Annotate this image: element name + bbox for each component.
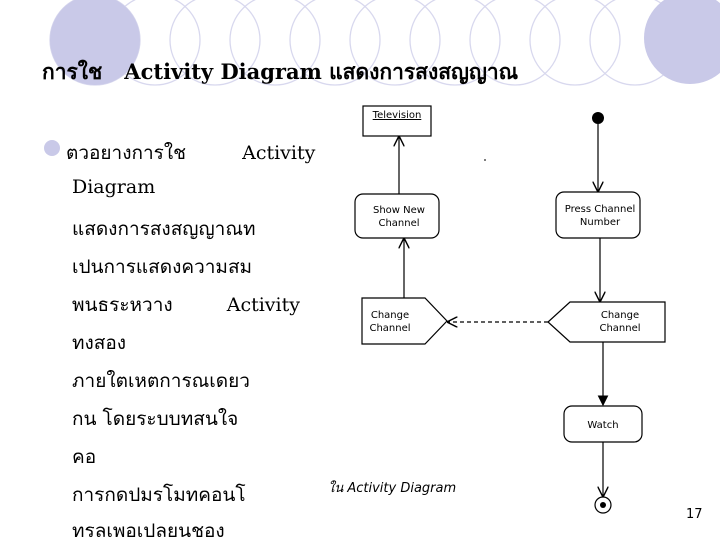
control-flows: [399, 124, 609, 496]
change-channel-right-label-2: Channel: [599, 323, 640, 334]
body-line-1-english: Activity: [242, 142, 316, 164]
press-channel-number-label-1: Press Channel: [565, 204, 636, 215]
body-line-9: คอ: [72, 446, 97, 468]
show-new-channel-label-1: Show New: [373, 205, 425, 216]
watch-label: Watch: [587, 420, 618, 431]
title-thai-suffix: แสดงการสงสญญาณ: [329, 59, 519, 84]
body-line-6: ทงสอง: [72, 332, 127, 354]
title-thai-prefix: การใช: [42, 59, 103, 84]
change-channel-receive-signal: Change Channel: [547, 301, 666, 343]
body-line-10: การกดปมรโมทคอนโ: [72, 484, 246, 506]
body-line-4: เปนการแสดงความสม: [72, 256, 253, 278]
television-label: Television: [372, 110, 422, 121]
body-line-7: ภายใตเหตการณเดยว: [72, 370, 250, 392]
bullet-dot: [44, 140, 60, 156]
change-channel-send-signal: Change Channel: [361, 297, 448, 345]
television-object: Television: [362, 105, 432, 137]
press-channel-number-activity: Press Channel Number: [555, 191, 641, 239]
body-line-5-english: Activity: [226, 294, 300, 316]
slide-title: การใช Activity Diagram แสดงการสงสญญาณ: [42, 56, 518, 89]
body-line-8: กน โดยระบบทสนใจ: [72, 408, 239, 430]
change-channel-left-label-1: Change: [371, 310, 409, 321]
title-english: Activity Diagram: [124, 59, 322, 84]
show-new-channel-label-2: Channel: [378, 218, 419, 229]
show-new-channel-activity: Show New Channel: [354, 193, 440, 239]
body-line-5-thai: พนธระหวาง: [72, 294, 173, 316]
press-channel-number-label-2: Number: [580, 217, 621, 228]
body-line-11: ทรลเพอเปลยนชอง: [72, 520, 225, 542]
stray-dot: [484, 159, 486, 161]
diagram-caption: ใน Activity Diagram: [330, 480, 456, 496]
header-circles-decoration: [49, 0, 720, 86]
initial-node: [592, 112, 604, 124]
body-line-1: ตวอยางการใช Activity: [66, 138, 315, 168]
body-line-3: แสดงการสงสญญาณท: [72, 218, 256, 240]
body-line-5: พนธระหวาง Activity: [72, 290, 300, 320]
body-line-2: Diagram: [72, 176, 156, 198]
change-channel-left-label-2: Channel: [369, 323, 410, 334]
body-line-1-thai: ตวอยางการใช: [66, 142, 187, 164]
final-node: [594, 496, 612, 514]
watch-activity: Watch: [563, 405, 643, 443]
change-channel-right-label-1: Change: [601, 310, 639, 321]
page-number: 17: [686, 507, 703, 522]
activity-diagram: Television Show New Channel Change Chann…: [330, 105, 666, 514]
